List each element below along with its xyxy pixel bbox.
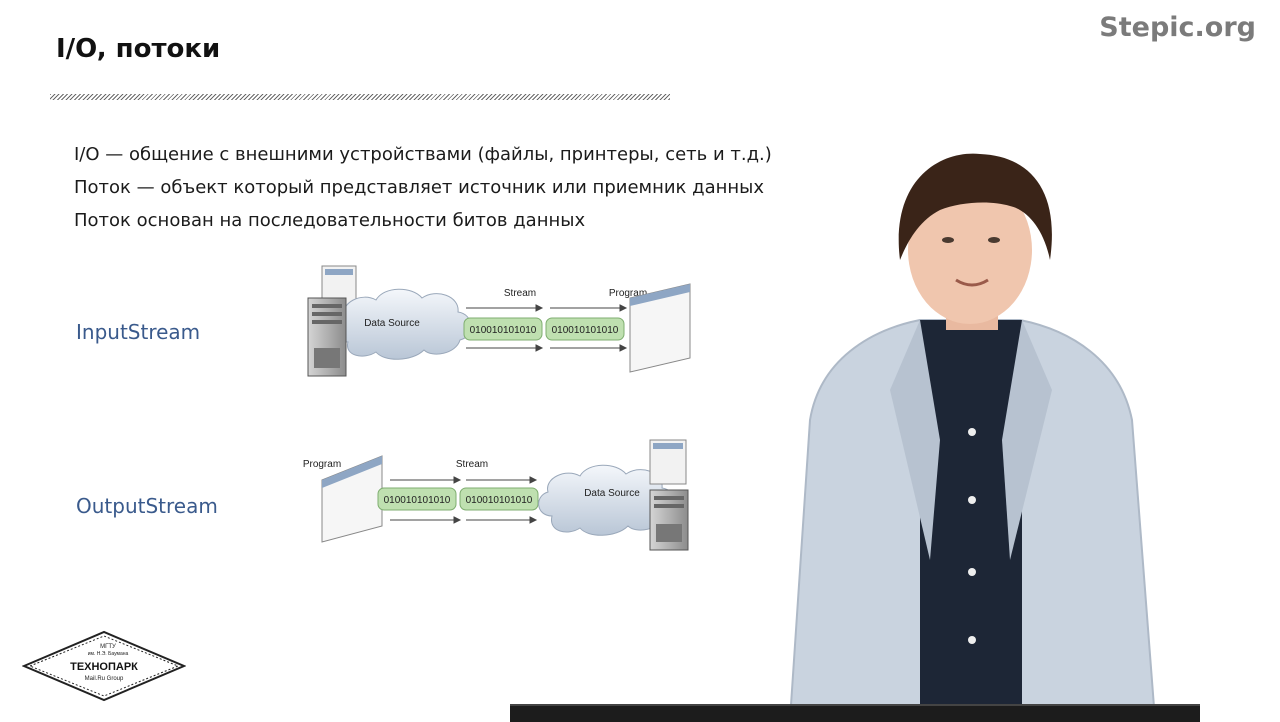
program-window-icon [321,455,383,543]
bit-packet: 010010101010 [377,487,457,511]
input-stream-label: InputStream [76,320,201,344]
stream-text: Stream [504,288,536,299]
program-window-icon [629,283,691,373]
input-stream-diagram: Data Source Stream Program 010010101010 … [307,265,691,377]
program-text: Program [609,288,647,299]
technopark-logo: МГТУ им. Н.Э. Баумана ТЕХНОПАРК Mail.Ru … [22,630,186,702]
cloud-icon: Data Source [332,288,472,360]
bullet-item: I/O — общение с внешними устройствами (ф… [74,144,772,165]
output-stream-diagram: Program Stream 010010101010 010010101010… [303,439,689,551]
brand-logo-text: Stepic.org [1099,12,1256,43]
data-destination-text: Data Source [584,488,640,499]
bit-packet: 010010101010 [463,317,543,341]
svg-text:им. Н.Э. Баумана: им. Н.Э. Баумана [88,651,129,657]
svg-text:Mail.Ru Group: Mail.Ru Group [85,676,124,682]
desk-keyboard [510,704,1200,722]
bullet-item: Поток — объект который представляет исто… [74,177,765,198]
server-icon [307,297,347,377]
output-stream-label: OutputStream [76,494,218,518]
presenter-image [788,153,1157,720]
bit-packet: 010010101010 [459,487,539,511]
arrows [390,476,538,524]
stream-text: Stream [456,459,488,470]
bullet-list: I/O — общение с внешними устройствами (ф… [74,138,772,237]
svg-text:010010101010: 010010101010 [470,325,537,336]
svg-text:010010101010: 010010101010 [552,325,619,336]
data-source-text: Data Source [364,318,420,329]
svg-text:010010101010: 010010101010 [384,495,451,506]
svg-text:МГТУ: МГТУ [100,644,116,650]
title-divider [50,94,670,100]
slide-title: I/O, потоки [56,34,221,64]
arrows-top [466,304,628,352]
bit-packet: 010010101010 [545,317,625,341]
program-text: Program [303,459,341,470]
svg-text:ТЕХНОПАРК: ТЕХНОПАРК [70,661,138,673]
cloud-icon: Data Source [538,464,676,536]
server-icon [649,489,689,551]
svg-text:010010101010: 010010101010 [466,495,533,506]
monitor-icon [649,439,687,485]
bullet-item: Поток основан на последовательности бито… [74,210,586,231]
